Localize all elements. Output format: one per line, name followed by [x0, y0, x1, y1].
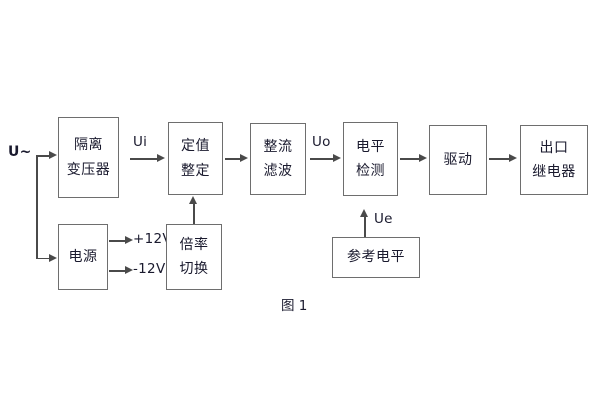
block-isolation-transformer-line1: 隔离: [74, 137, 103, 153]
block-output-relay[interactable]: 出口 继电器: [520, 125, 588, 195]
block-rectify-filter-line1: 整流: [263, 138, 293, 155]
input-source-label: U~: [8, 144, 32, 160]
arrowhead-ui: [157, 154, 165, 162]
arrowhead-plus12v: [125, 236, 133, 244]
block-drive-line1: 驱动: [443, 151, 473, 168]
block-output-relay-line1: 出口: [539, 139, 569, 156]
wire-ui: [130, 158, 158, 160]
block-power-supply[interactable]: 电源: [58, 224, 108, 290]
wire-ue: [364, 215, 366, 237]
block-isolation-transformer[interactable]: 隔离 变压器: [58, 117, 119, 198]
block-isolation-transformer-line2: 变压器: [66, 161, 111, 178]
wire-setting-to-rectify: [225, 158, 242, 160]
wire-plus12v: [109, 240, 127, 242]
wire-level-to-drive: [400, 158, 421, 160]
block-setting-value[interactable]: 定值 整定: [168, 122, 223, 195]
wire-minus12v: [109, 270, 127, 272]
arrowhead-to-power-supply: [49, 253, 57, 262]
block-rectify-filter-line2: 滤波: [263, 163, 293, 179]
arrowhead-setting-to-rectify: [240, 154, 248, 162]
arrowhead-ue: [360, 209, 368, 217]
block-output-relay-line2: 继电器: [532, 164, 576, 180]
block-level-detect-line2: 检测: [356, 163, 385, 179]
block-rectify-filter[interactable]: 整流 滤波: [250, 123, 306, 195]
block-setting-value-line1: 定值: [181, 138, 210, 154]
block-power-supply-line1: 电源: [68, 248, 98, 265]
arrowhead-level-to-drive: [419, 154, 427, 162]
block-reference-level[interactable]: 参考电平: [332, 237, 420, 278]
signal-label-plus12v: +12V: [133, 231, 172, 247]
wire-to-isolation-transformer: [36, 155, 50, 157]
wire-multiplier-to-setting: [193, 201, 195, 224]
arrowhead-drive-to-relay: [509, 154, 517, 162]
signal-label-ui: Ui: [133, 134, 148, 150]
wire-drive-to-relay: [489, 158, 511, 160]
wire-uo: [310, 158, 335, 160]
block-level-detect[interactable]: 电平 检测: [343, 122, 398, 196]
block-level-detect-line1: 电平: [356, 138, 385, 155]
block-multiplier-switch-line1: 倍率: [179, 236, 209, 253]
wire-input-bus-vertical: [36, 155, 38, 259]
arrowhead-minus12v: [125, 266, 133, 274]
signal-label-uo: Uo: [312, 134, 331, 150]
wire-to-power-supply: [36, 257, 50, 259]
block-setting-value-line2: 整定: [181, 162, 210, 179]
block-multiplier-switch[interactable]: 倍率 切换: [166, 224, 222, 290]
block-drive[interactable]: 驱动: [429, 125, 487, 195]
signal-label-minus12v: -12V: [133, 261, 166, 277]
signal-label-ue: Ue: [374, 211, 393, 227]
block-multiplier-switch-line2: 切换: [179, 261, 209, 277]
arrowhead-to-isolation-transformer: [49, 151, 57, 159]
arrowhead-multiplier-to-setting: [189, 196, 197, 204]
block-reference-level-line1: 参考电平: [347, 249, 405, 266]
arrowhead-uo: [333, 154, 341, 162]
figure-caption: 图 1: [281, 298, 308, 314]
